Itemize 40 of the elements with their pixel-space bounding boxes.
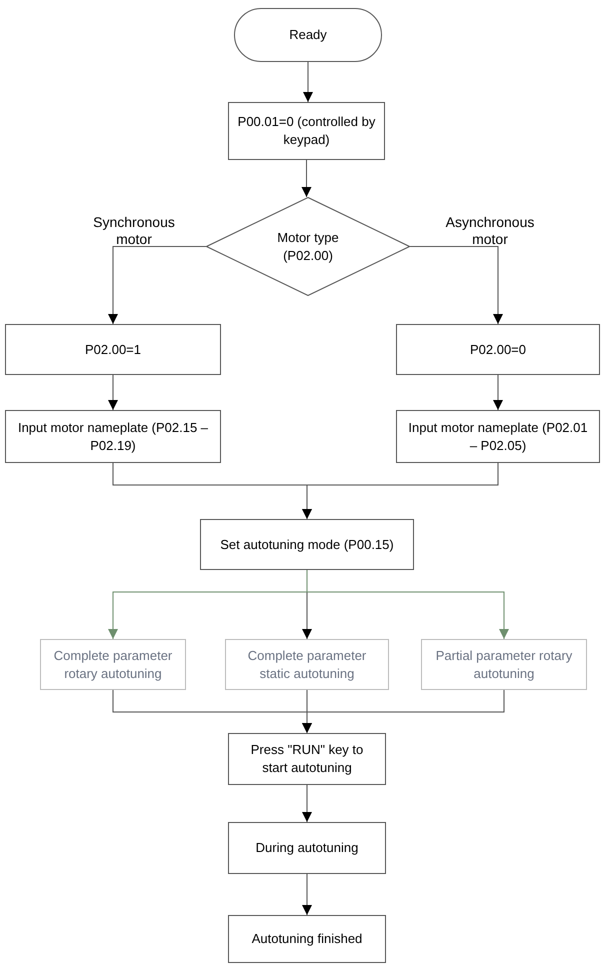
process-box xyxy=(200,519,414,570)
process-box xyxy=(396,324,600,375)
arrow xyxy=(493,374,503,410)
node-text: Complete parameter static autotuning xyxy=(246,646,368,682)
node-text: Complete parameter rotary autotuning xyxy=(52,646,174,682)
node-text: Autotuning finished xyxy=(252,930,362,948)
process-box xyxy=(228,822,386,874)
process-box xyxy=(421,639,587,690)
arrow xyxy=(303,62,313,102)
process-box xyxy=(5,324,221,375)
process-box xyxy=(228,733,386,785)
process-box xyxy=(228,102,385,160)
arrow xyxy=(302,874,312,916)
process-box xyxy=(396,410,600,463)
node-text: Input motor nameplate (P02.01 – P02.05) xyxy=(407,418,589,454)
node-text: Partial parameter rotary autotuning xyxy=(434,646,574,682)
arrow xyxy=(306,570,509,640)
process-box xyxy=(5,410,221,463)
edge-label: Asynchronous motor xyxy=(444,214,536,248)
terminal-box xyxy=(234,8,382,62)
process-box xyxy=(40,639,186,690)
node-text: Press "RUN" key to start autotuning xyxy=(250,741,364,777)
node-text: P00.01=0 (controlled by keypad) xyxy=(237,113,376,149)
arrow xyxy=(108,374,118,410)
process-box xyxy=(225,639,389,690)
arrow xyxy=(302,784,312,822)
arrow xyxy=(108,246,206,324)
node-text: Set autotuning mode (P00.15) xyxy=(220,536,394,554)
node-text: P02.00=1 xyxy=(84,340,142,358)
node-text: During autotuning xyxy=(256,839,358,857)
process-box xyxy=(228,915,386,963)
node-text: Ready xyxy=(289,26,327,44)
arrow xyxy=(410,246,503,324)
node-text: Input motor nameplate (P02.15 – P02.19) xyxy=(16,418,210,454)
node-text: Motor type (P02.00) xyxy=(276,228,340,264)
arrow xyxy=(302,462,498,520)
arrow xyxy=(302,690,504,734)
edge-label: Synchronous motor xyxy=(92,214,176,248)
node-text: P02.00=0 xyxy=(470,340,526,358)
arrow xyxy=(302,160,312,198)
